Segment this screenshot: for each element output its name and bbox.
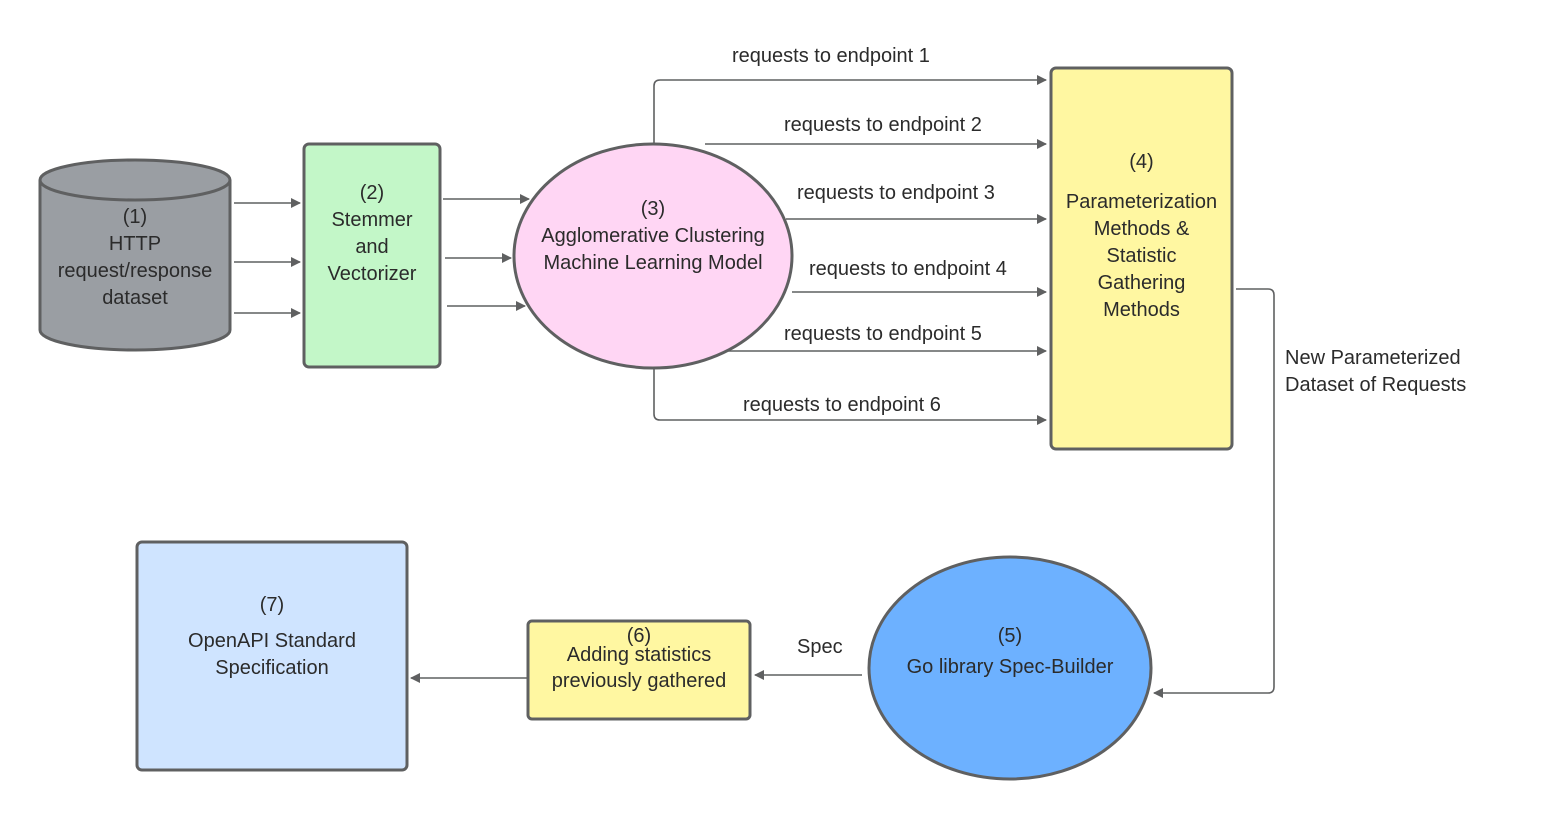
stemmer-line-1: Stemmer (331, 209, 413, 231)
edge-label-spec: Spec (797, 636, 843, 658)
param-line-4: Gathering (1097, 272, 1186, 294)
stemmer-line-2: and (355, 236, 389, 258)
clustering-label: (3) Agglomerative Clustering Machine Lea… (514, 196, 792, 277)
dataset-line-1: HTTP (108, 233, 162, 255)
dataset-node (38, 158, 232, 352)
arrow-endpoint-1 (653, 75, 1047, 144)
edge-label-endpoint-3: requests to endpoint 3 (797, 182, 995, 204)
arrow-endpoint-6 (653, 369, 1047, 425)
dataset-label: (1) HTTP request/response dataset (40, 204, 230, 312)
clustering-number: (3) (640, 198, 666, 220)
stats-number: (6) (626, 625, 652, 647)
clustering-node (512, 142, 794, 370)
param-line-5: Methods (1103, 299, 1180, 321)
param-line-2: Methods & (1093, 218, 1190, 240)
specbuilder-number: (5) (997, 625, 1023, 647)
openapi-line-1: OpenAPI Standard (188, 630, 356, 652)
clustering-line-2: Machine Learning Model (543, 252, 763, 274)
dataset-line-3: dataset (102, 287, 168, 309)
new-dataset-line-1: New Parameterized (1285, 347, 1461, 369)
stats-label: (6) Adding statistics previously gathere… (528, 623, 750, 694)
openapi-label: (7) OpenAPI Standard Specification (137, 592, 407, 682)
dataset-cylinder-body (38, 180, 232, 352)
edge-label-endpoint-4: requests to endpoint 4 (809, 258, 1007, 280)
edge-label-endpoint-2: requests to endpoint 2 (784, 114, 982, 136)
param-line-1: Parameterization (1065, 191, 1218, 213)
stemmer-line-3: Vectorizer (327, 263, 417, 285)
param-number: (4) (1129, 151, 1154, 173)
param-label: (4) Parameterization Methods & Statistic… (1051, 149, 1232, 324)
new-dataset-line-2: Dataset of Requests (1285, 374, 1467, 396)
openapi-node (135, 540, 409, 772)
edge-label-endpoint-5: requests to endpoint 5 (784, 323, 982, 345)
dataset-number: (1) (122, 206, 148, 228)
edge-label-new-dataset: New Parameterized Dataset of Requests (1285, 345, 1466, 399)
stemmer-node (302, 142, 442, 369)
dataset-cylinder-top (38, 158, 232, 202)
stats-node (526, 619, 752, 721)
specbuilder-label: (5) Go library Spec-Builder (869, 623, 1151, 681)
param-line-3: Statistic (1106, 245, 1177, 267)
specbuilder-line-1: Go library Spec-Builder (906, 656, 1114, 678)
stemmer-label: (2) Stemmer and Vectorizer (304, 180, 440, 288)
edge-label-endpoint-1: requests to endpoint 1 (732, 45, 930, 67)
param-node (1049, 66, 1234, 451)
dataset-line-2: request/response (57, 260, 213, 282)
stemmer-number: (2) (359, 182, 385, 204)
arrow-param-specbuilder (1153, 288, 1275, 698)
specbuilder-node (867, 555, 1153, 781)
openapi-line-2: Specification (215, 657, 329, 679)
stats-line-2: previously gathered (551, 670, 727, 692)
openapi-number: (7) (259, 594, 285, 616)
stats-line-1: Adding statistics (566, 644, 712, 666)
clustering-line-1: Agglomerative Clustering (541, 225, 765, 247)
edge-label-endpoint-6: requests to endpoint 6 (743, 394, 941, 416)
